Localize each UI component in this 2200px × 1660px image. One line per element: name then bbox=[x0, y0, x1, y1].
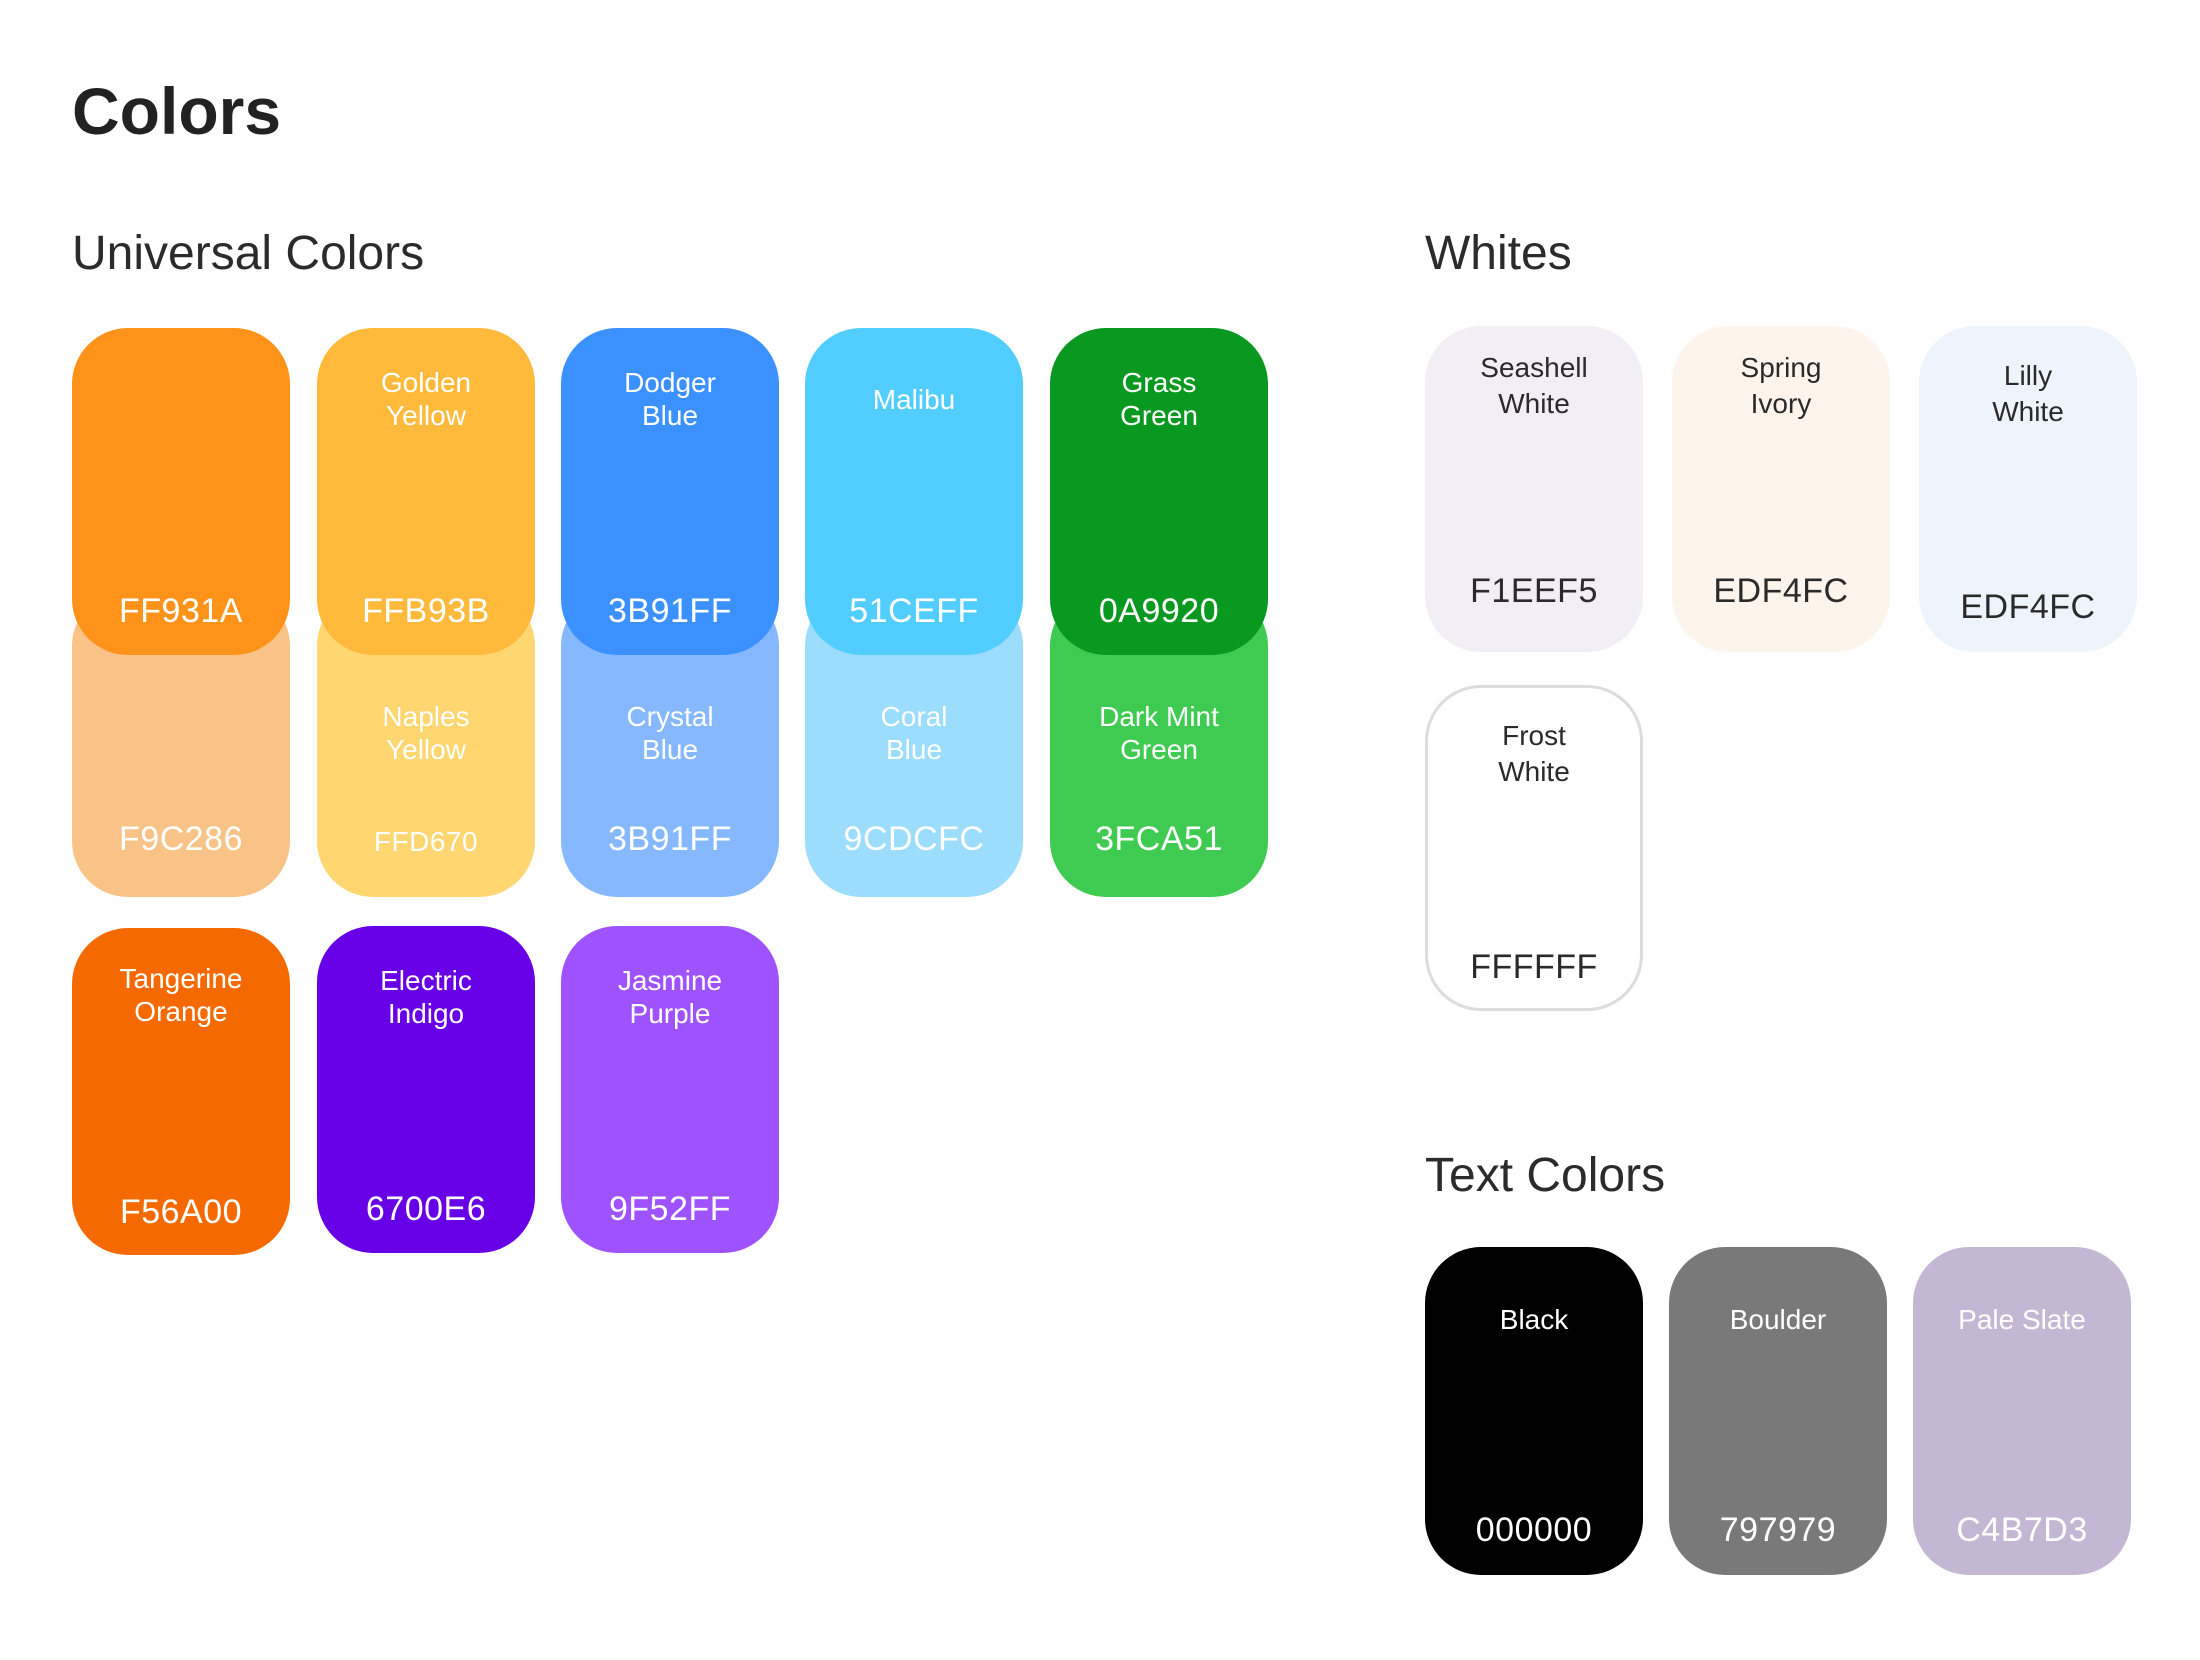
swatch-hex: 0A9920 bbox=[1098, 592, 1220, 630]
swatch-name: Malibu bbox=[872, 384, 956, 415]
swatch-hex: F9C286 bbox=[119, 820, 243, 858]
color-swatch-black: Black 000000 bbox=[1425, 1247, 1643, 1575]
swatch-hex: 3B91FF bbox=[608, 592, 732, 630]
swatch-name: Electric Indigo bbox=[380, 965, 472, 1029]
color-swatch-frost-white: Frost White FFFFFF bbox=[1425, 685, 1643, 1011]
color-swatch-electric-indigo: Electric Indigo 6700E6 bbox=[317, 926, 535, 1253]
swatch-name: Seashell White bbox=[1480, 352, 1588, 419]
swatch-hex: C4B7D3 bbox=[1956, 1511, 2088, 1549]
swatch-hex: 000000 bbox=[1475, 1511, 1593, 1549]
swatch-hex: F56A00 bbox=[119, 1193, 243, 1231]
swatch-name: Jasmine Purple bbox=[617, 965, 723, 1029]
swatch-name: Boulder bbox=[1729, 1304, 1827, 1335]
text-colors-heading: Text Colors bbox=[1425, 1149, 1666, 1202]
swatch-name: Pale Slate bbox=[1958, 1304, 2086, 1335]
color-swatch-golden-yellow: Golden Yellow FFB93B bbox=[317, 328, 535, 655]
swatch-hex: EDF4FC bbox=[1960, 588, 2096, 626]
swatch-hex: FFD670 bbox=[373, 826, 479, 857]
color-swatch-ff931a: FF931A bbox=[72, 328, 290, 655]
color-swatch-tangerine-orange: Tangerine Orange F56A00 bbox=[72, 928, 290, 1255]
swatch-name: Golden Yellow bbox=[380, 367, 472, 431]
swatch-hex: EDF4FC bbox=[1713, 572, 1849, 610]
color-swatch-boulder: Boulder 797979 bbox=[1669, 1247, 1887, 1575]
swatch-hex: 797979 bbox=[1719, 1511, 1837, 1549]
color-swatch-dodger-blue: Dodger Blue 3B91FF bbox=[561, 328, 779, 655]
swatch-name: Spring Ivory bbox=[1740, 352, 1822, 419]
color-swatch-pale-slate: Pale Slate C4B7D3 bbox=[1913, 1247, 2131, 1575]
swatch-hex: FFFFFF bbox=[1470, 948, 1598, 986]
color-swatch-jasmine-purple: Jasmine Purple 9F52FF bbox=[561, 926, 779, 1253]
color-swatch-malibu: Malibu 51CEFF bbox=[805, 328, 1023, 655]
color-swatch-spring-ivory: Spring Ivory EDF4FC bbox=[1672, 326, 1890, 652]
swatch-name: Crystal Blue bbox=[626, 701, 714, 765]
swatch-name: Coral Blue bbox=[880, 701, 948, 765]
swatch-hex: 6700E6 bbox=[365, 1190, 487, 1228]
swatch-name: Grass Green bbox=[1120, 367, 1198, 431]
universal-colors-heading: Universal Colors bbox=[72, 227, 425, 280]
swatch-hex: 3FCA51 bbox=[1095, 820, 1223, 858]
page-title: Colors bbox=[72, 74, 282, 148]
swatch-name: Naples Yellow bbox=[382, 701, 470, 765]
swatch-hex: FFB93B bbox=[362, 592, 490, 630]
swatch-hex: 9CDCFC bbox=[843, 820, 985, 858]
color-swatch-grass-green: Grass Green 0A9920 bbox=[1050, 328, 1268, 655]
swatch-hex: 9F52FF bbox=[608, 1190, 732, 1228]
color-swatch-lilly-white: Lilly White EDF4FC bbox=[1919, 326, 2137, 652]
swatch-name: Frost White bbox=[1498, 720, 1570, 787]
color-swatch-seashell-white: Seashell White F1EEF5 bbox=[1425, 326, 1643, 652]
swatch-name: Lilly White bbox=[1992, 360, 2064, 427]
swatch-hex: F1EEF5 bbox=[1470, 572, 1598, 610]
swatch-name: Dark Mint Green bbox=[1099, 701, 1219, 765]
whites-heading: Whites bbox=[1425, 227, 1572, 280]
swatch-name: Tangerine Orange bbox=[119, 963, 243, 1027]
swatch-hex: FF931A bbox=[119, 592, 243, 630]
swatch-hex: 3B91FF bbox=[608, 820, 732, 858]
swatch-name: Dodger Blue bbox=[624, 367, 716, 431]
swatch-name: Black bbox=[1499, 1304, 1569, 1335]
swatch-hex: 51CEFF bbox=[849, 592, 979, 630]
